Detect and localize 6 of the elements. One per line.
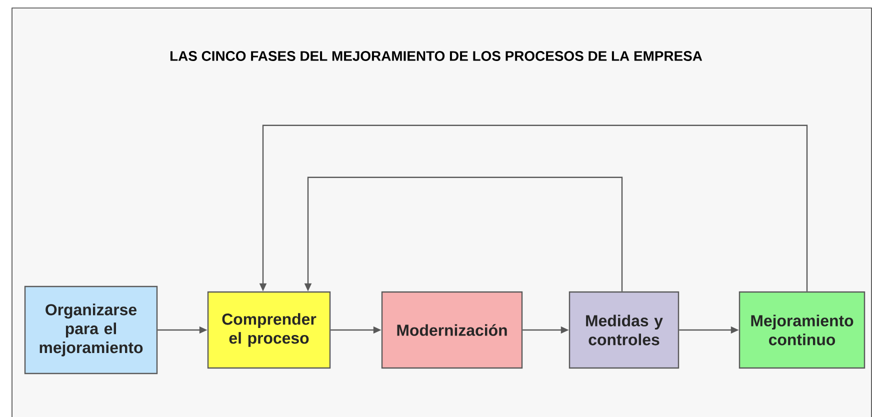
process-box: Medidas y controles	[568, 291, 680, 369]
process-box: Mejoramiento continuo	[738, 291, 866, 369]
process-box: Organizarse para el mejoramiento	[24, 286, 158, 374]
process-box: Comprender el proceso	[207, 291, 331, 369]
title: LAS CINCO FASES DEL MEJORAMIENTO DE LOS PROCESOS DE LA EMPRESA	[170, 51, 702, 61]
process-box: Modernización	[381, 291, 523, 369]
